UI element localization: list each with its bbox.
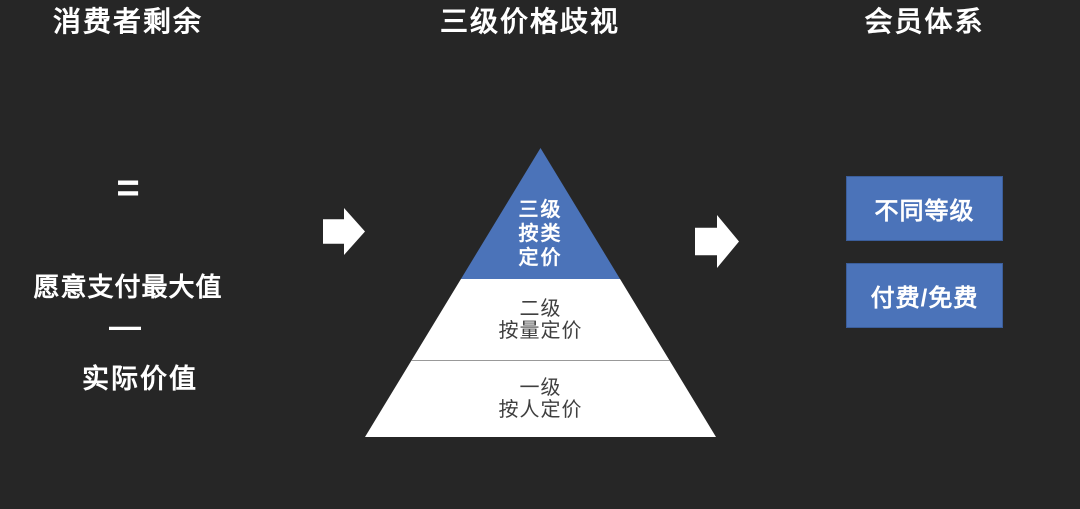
pyramid-level-1-bottom: 一级 按人定价: [365, 360, 716, 437]
center-panel-title: 三级价格歧视: [439, 6, 620, 37]
pyramid-level-3-line: 按类: [518, 223, 563, 245]
pyramid-level-1-line: 按人定价: [498, 399, 583, 421]
pyramid-level-1-line: 一级: [519, 377, 562, 399]
right-panel-title: 会员体系: [864, 6, 985, 37]
pyramid-level-2-middle: 二级 按量定价: [365, 279, 716, 360]
pyramid-level-3-line: 三级: [518, 199, 563, 221]
membership-paid-free-box: 付费/免费: [846, 263, 1003, 328]
pyramid-level-3-top: 三级 按类 定价: [365, 148, 716, 279]
membership-tier-box: 不同等级: [846, 176, 1003, 241]
arrow-right-icon: [695, 215, 739, 268]
willingness-to-pay-text: 愿意支付最大值: [33, 272, 223, 302]
actual-value-text: 实际价值: [82, 364, 198, 394]
left-panel-title: 消费者剩余: [52, 6, 203, 37]
pyramid-level-2-line: 二级: [519, 297, 562, 320]
pricing-pyramid: 三级 按类 定价 二级 按量定价 一级 按人定价: [365, 148, 716, 437]
pyramid-level-3-line: 定价: [518, 247, 563, 269]
arrow-right-icon: [323, 208, 365, 255]
equals-sign: =: [116, 166, 140, 210]
pyramid-level-2-line: 按量定价: [498, 319, 583, 342]
minus-sign: —: [109, 308, 141, 344]
